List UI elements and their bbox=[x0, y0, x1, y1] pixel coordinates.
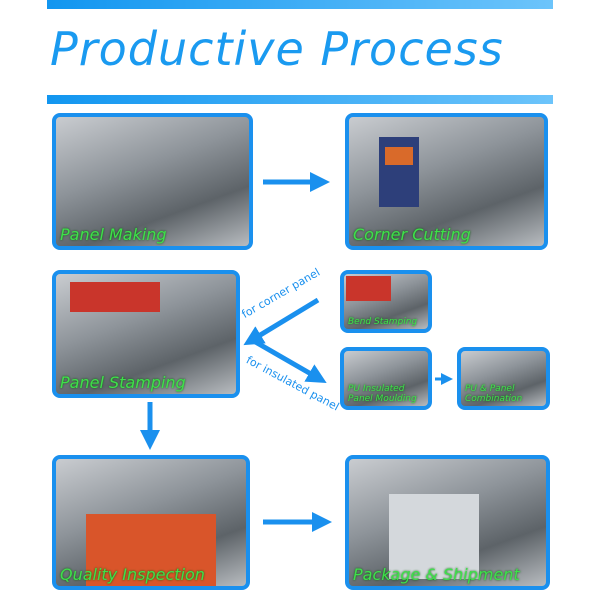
step-panel-stamping: Panel Stamping bbox=[52, 270, 240, 398]
arrow-up-right-icon bbox=[243, 297, 320, 346]
step-label: Quality Inspection bbox=[60, 565, 205, 584]
step-corner-cutting: Corner Cutting bbox=[345, 113, 548, 250]
step-label: Panel Stamping bbox=[60, 373, 186, 392]
step-label: PU Insulated Panel Moulding bbox=[348, 384, 417, 404]
step-label: Package & Shipment bbox=[353, 565, 520, 584]
step-label: Corner Cutting bbox=[353, 225, 471, 244]
step-bend-stamping: Bend Stamping bbox=[340, 270, 432, 333]
step-label: PU & Panel Combination bbox=[465, 384, 523, 404]
step-pu-panel-combination: PU & Panel Combination bbox=[457, 347, 550, 410]
step-label: Bend Stamping bbox=[348, 317, 418, 327]
step-label: Panel Making bbox=[60, 225, 167, 244]
top-divider bbox=[47, 0, 553, 9]
step-pu-insulated-panel-moulding: PU Insulated Panel Moulding bbox=[340, 347, 432, 410]
title-divider bbox=[47, 95, 553, 104]
arrow-down-right-icon bbox=[250, 337, 327, 383]
step-panel-making: Panel Making bbox=[52, 113, 253, 250]
step-quality-inspection: Quality Inspection bbox=[52, 455, 250, 590]
step-package-shipment: Package & Shipment bbox=[345, 455, 550, 590]
page-title: Productive Process bbox=[50, 22, 504, 76]
